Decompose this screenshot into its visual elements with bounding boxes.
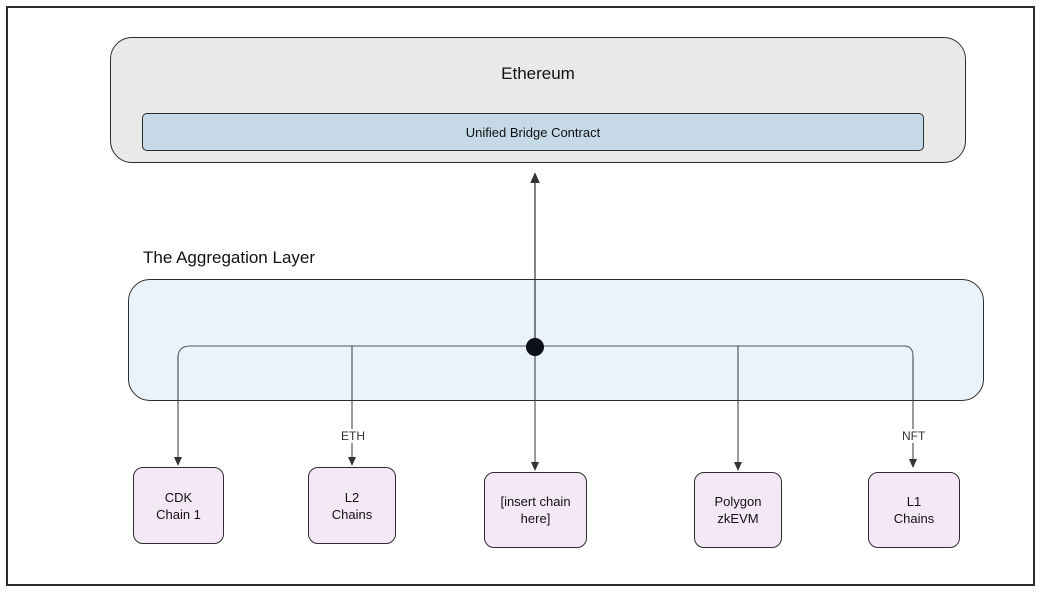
unified-bridge-contract: Unified Bridge Contract (142, 113, 924, 151)
chain-insert-placeholder: [insert chain here] (484, 472, 587, 548)
chain-l1-chains: L1 Chains (868, 472, 960, 548)
hub-node (526, 338, 544, 356)
ethereum-title: Ethereum (501, 64, 575, 83)
edge-label-nft: NFT (900, 429, 928, 443)
chain-polygon-zkevm: Polygon zkEVM (694, 472, 782, 548)
chain-cdk-chain-1: CDK Chain 1 (133, 467, 224, 544)
diagram-frame (6, 6, 1035, 586)
chain-l2-chains: L2 Chains (308, 467, 396, 544)
aggregation-layer-title: The Aggregation Layer (143, 248, 316, 267)
aggregation-layer-container (128, 279, 984, 401)
bus-line (190, 345, 914, 357)
bus-left-corner (177, 345, 191, 359)
edge-label-eth: ETH (339, 429, 367, 443)
